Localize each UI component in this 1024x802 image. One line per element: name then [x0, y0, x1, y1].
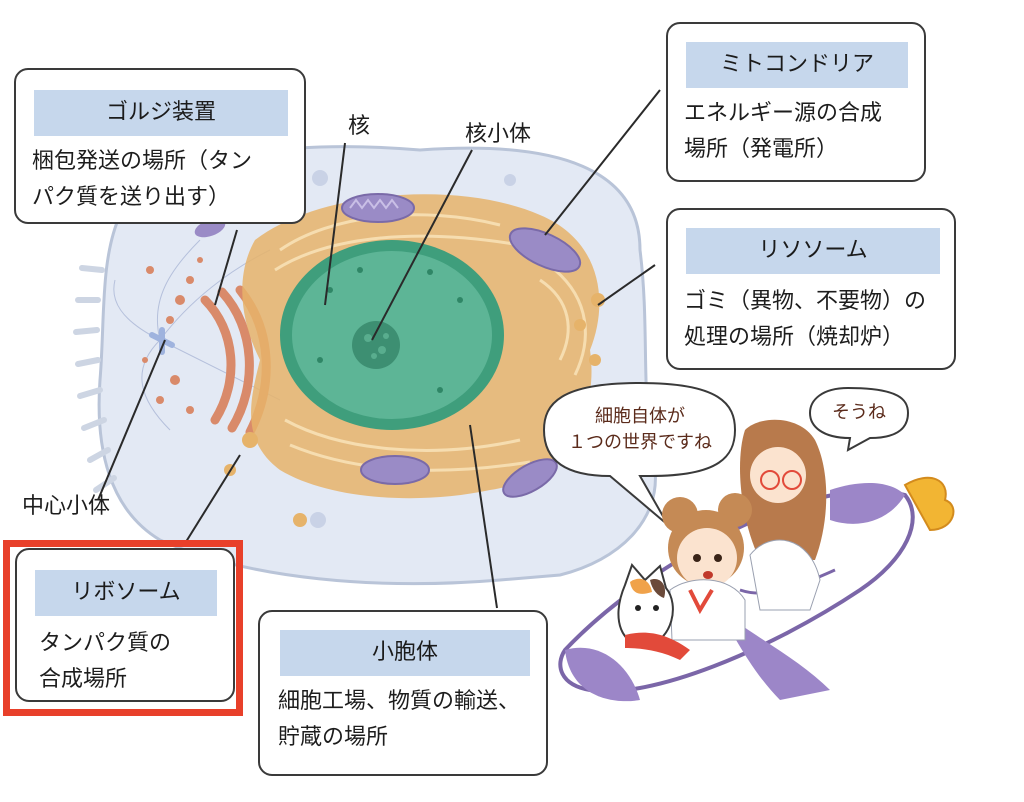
golgi-callout: ゴルジ装置 梱包発送の場所（タン パク質を送り出す）	[14, 68, 306, 224]
er-description: 細胞工場、物質の輸送、 貯蔵の場所	[278, 684, 520, 756]
er-desc-line2: 貯蔵の場所	[278, 725, 389, 750]
ribosome-desc-line1: タンパク質の	[39, 631, 172, 656]
centrosome-label: 中心小体	[22, 494, 111, 519]
woman-speech-bubble	[808, 386, 910, 452]
er-title: 小胞体	[280, 630, 530, 676]
mitochondria-desc-line2: 場所（発電所）	[684, 137, 839, 162]
golgi-desc-line2: パク質を送り出す）	[32, 185, 231, 210]
girl-speech-line2: １つの世界ですね	[568, 432, 712, 453]
girl-speech-bubble	[542, 381, 737, 526]
ribosome-title: リボソーム	[35, 570, 217, 616]
mitochondria-callout: ミトコンドリア エネルギー源の合成 場所（発電所）	[666, 22, 926, 182]
ribosome-highlight-frame	[3, 540, 243, 716]
lysosome-callout: リソソーム ゴミ（異物、不要物）の 処理の場所（焼却炉）	[666, 208, 956, 370]
nucleolus-label: 核小体	[465, 122, 532, 147]
golgi-desc-line1: 梱包発送の場所（タン	[32, 149, 253, 174]
golgi-title: ゴルジ装置	[34, 90, 288, 136]
lysosome-shapes	[224, 293, 605, 527]
nuclear-pores	[317, 267, 463, 393]
golgi-vesicles	[142, 257, 203, 414]
mitochondria-title: ミトコンドリア	[686, 42, 908, 88]
nucleolus-shape	[352, 321, 400, 369]
girl-speech-line1: 細胞自体が	[595, 406, 685, 427]
ribosome-callout: リボソーム タンパク質の 合成場所	[15, 548, 235, 702]
woman-speech-text: そうね	[832, 402, 886, 423]
lysosome-desc-line2: 処理の場所（焼却炉）	[684, 325, 905, 350]
cat-character	[617, 563, 690, 660]
girl-character	[662, 493, 752, 641]
mitochondria-description: エネルギー源の合成 場所（発電所）	[684, 96, 882, 168]
lysosome-description: ゴミ（異物、不要物）の 処理の場所（焼却炉）	[684, 284, 926, 356]
ribosome-desc-line2: 合成場所	[39, 667, 128, 692]
er-callout: 小胞体 細胞工場、物質の輸送、 貯蔵の場所	[258, 610, 548, 776]
ribosome-description: タンパク質の 合成場所	[39, 626, 171, 698]
mitochondria-desc-line1: エネルギー源の合成	[684, 101, 883, 126]
mitochondria-shapes	[194, 193, 582, 498]
lysosome-title: リソソーム	[686, 228, 940, 274]
er-desc-line1: 細胞工場、物質の輸送、	[278, 689, 521, 714]
nucleus-label: 核	[348, 114, 371, 139]
leader-lines	[97, 89, 661, 609]
lysosome-desc-line1: ゴミ（異物、不要物）の	[684, 289, 927, 314]
golgi-description: 梱包発送の場所（タン パク質を送り出す）	[32, 144, 252, 216]
girl-speech-text: 細胞自体が １つの世界ですね	[552, 404, 728, 456]
woman-character	[740, 419, 827, 611]
